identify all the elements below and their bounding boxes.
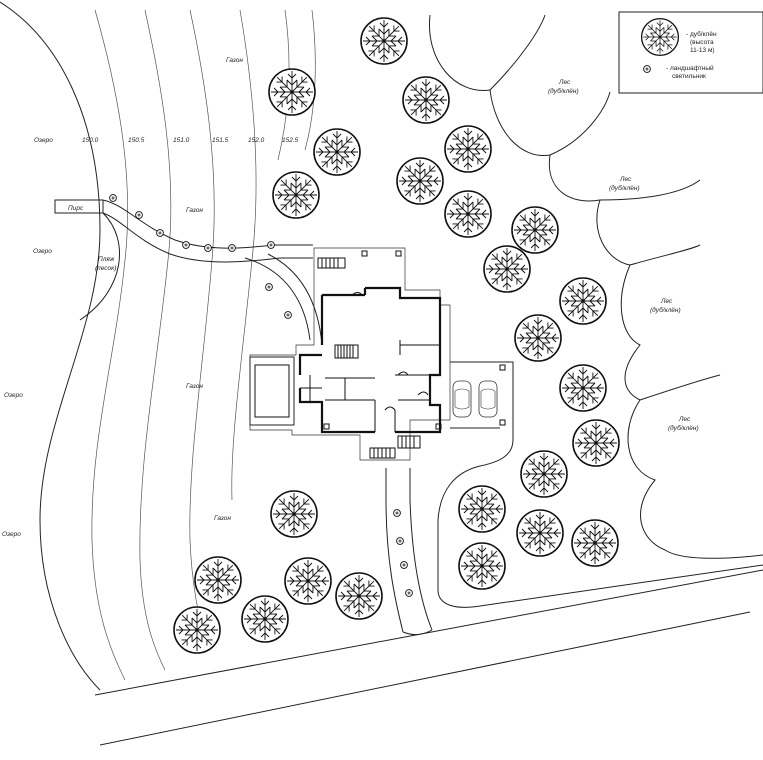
lawn-label: Газон [186, 383, 203, 390]
tree-canopy-icon [194, 556, 242, 604]
tree-canopy-icon [241, 595, 289, 643]
legend-tree-text: (высота [690, 39, 714, 46]
tree-canopy-icon [458, 485, 506, 533]
legend-lamp-text: - ландшафтный [666, 64, 714, 72]
contour-label: 151.5 [212, 137, 229, 144]
tree-canopy-icon [514, 314, 562, 362]
tree-canopy-icon [516, 509, 564, 557]
tree-canopy-icon [458, 542, 506, 590]
landscape-lamp-icon [135, 211, 143, 219]
forest-label: Лес [660, 298, 673, 305]
tree-canopy-icon [402, 76, 450, 124]
tree-canopy-icon [284, 557, 332, 605]
tree-canopy-icon [272, 171, 320, 219]
landscape-lamp-icon [204, 244, 212, 252]
tree-canopy-icon [335, 572, 383, 620]
trees [173, 17, 620, 654]
garden-path [102, 199, 323, 346]
car-icon [478, 380, 498, 418]
landscape-lamp-icon [182, 241, 190, 249]
lake-label: Озеро [33, 248, 52, 255]
lake-shoreline [0, 1, 101, 691]
forest-label: (дуб/клён) [668, 424, 699, 432]
landscape-lamp-icon [156, 229, 164, 237]
forest-label: Лес [678, 416, 691, 423]
contour-labels: 150.0 150.5 151.0 151.5 152.0 152.5 [82, 137, 299, 144]
legend-tree-text: 11-13 м) [690, 47, 715, 54]
tree-canopy-icon [444, 190, 492, 238]
forest-edge [428, 14, 763, 559]
tree-canopy-icon [444, 125, 492, 173]
pier: Пирс [54, 199, 104, 214]
pier-label: Пирс [68, 205, 84, 212]
tree-canopy-icon [313, 128, 361, 176]
tree-canopy-icon [483, 245, 531, 293]
landscape-lamp-icon [284, 311, 292, 319]
car-icon [452, 380, 472, 418]
contour-label: 152.5 [282, 137, 299, 144]
legend: - дуб/клён (высота 11-13 м) - ландшафтны… [618, 11, 763, 94]
legend-lamp-text: светильник [672, 73, 706, 80]
lake-label: Озеро [34, 137, 53, 144]
tree-canopy-icon [360, 17, 408, 65]
forest-label: Лес [558, 79, 571, 86]
contour-label: 150.5 [128, 137, 145, 144]
swimming-pool [249, 356, 295, 426]
forest-label: Лес [619, 176, 632, 183]
lake-label: Озеро [2, 531, 21, 538]
tree-canopy-icon [572, 419, 620, 467]
landscape-lamp-icon [393, 509, 401, 517]
forest-label: (дуб/клён) [609, 184, 640, 192]
stairs [317, 257, 421, 459]
tree-canopy-icon [520, 450, 568, 498]
tree-canopy-icon [559, 277, 607, 325]
contour-label: 152.0 [248, 137, 265, 144]
tree-canopy-icon [511, 206, 559, 254]
legend-tree-text: - дуб/клён [686, 30, 717, 38]
road [94, 569, 763, 746]
landscape-lamp-icon [265, 283, 273, 291]
tree-canopy-icon [268, 68, 316, 116]
forest-label: (дуб/клён) [650, 306, 681, 314]
landscape-lamp-icon [643, 65, 651, 73]
forest-label: (дуб/клён) [548, 87, 579, 95]
lawn-label: Газон [186, 207, 203, 214]
tree-canopy-icon [640, 17, 680, 57]
landscape-lamp-icon [228, 244, 236, 252]
landscape-lamp-icon [109, 194, 117, 202]
lawn-label: Газон [226, 57, 243, 64]
contour-label: 150.0 [82, 137, 99, 144]
landscape-lamp-icon [396, 537, 404, 545]
tree-canopy-icon [559, 364, 607, 412]
lake-label: Озеро [4, 392, 23, 399]
landscape-lamp-icon [405, 589, 413, 597]
landscape-lamp-icon [267, 241, 275, 249]
tree-canopy-icon [270, 490, 318, 538]
tree-canopy-icon [571, 519, 619, 567]
beach-label: (песок) [95, 265, 116, 272]
tree-canopy-icon [173, 606, 221, 654]
beach: Пляж (песок) [79, 212, 121, 321]
tree-canopy-icon [396, 157, 444, 205]
lawn-label: Газон [214, 515, 231, 522]
landscape-lamp-icon [400, 561, 408, 569]
house-plan [249, 247, 506, 461]
beach-label: Пляж [98, 256, 115, 263]
contour-label: 151.0 [173, 137, 190, 144]
